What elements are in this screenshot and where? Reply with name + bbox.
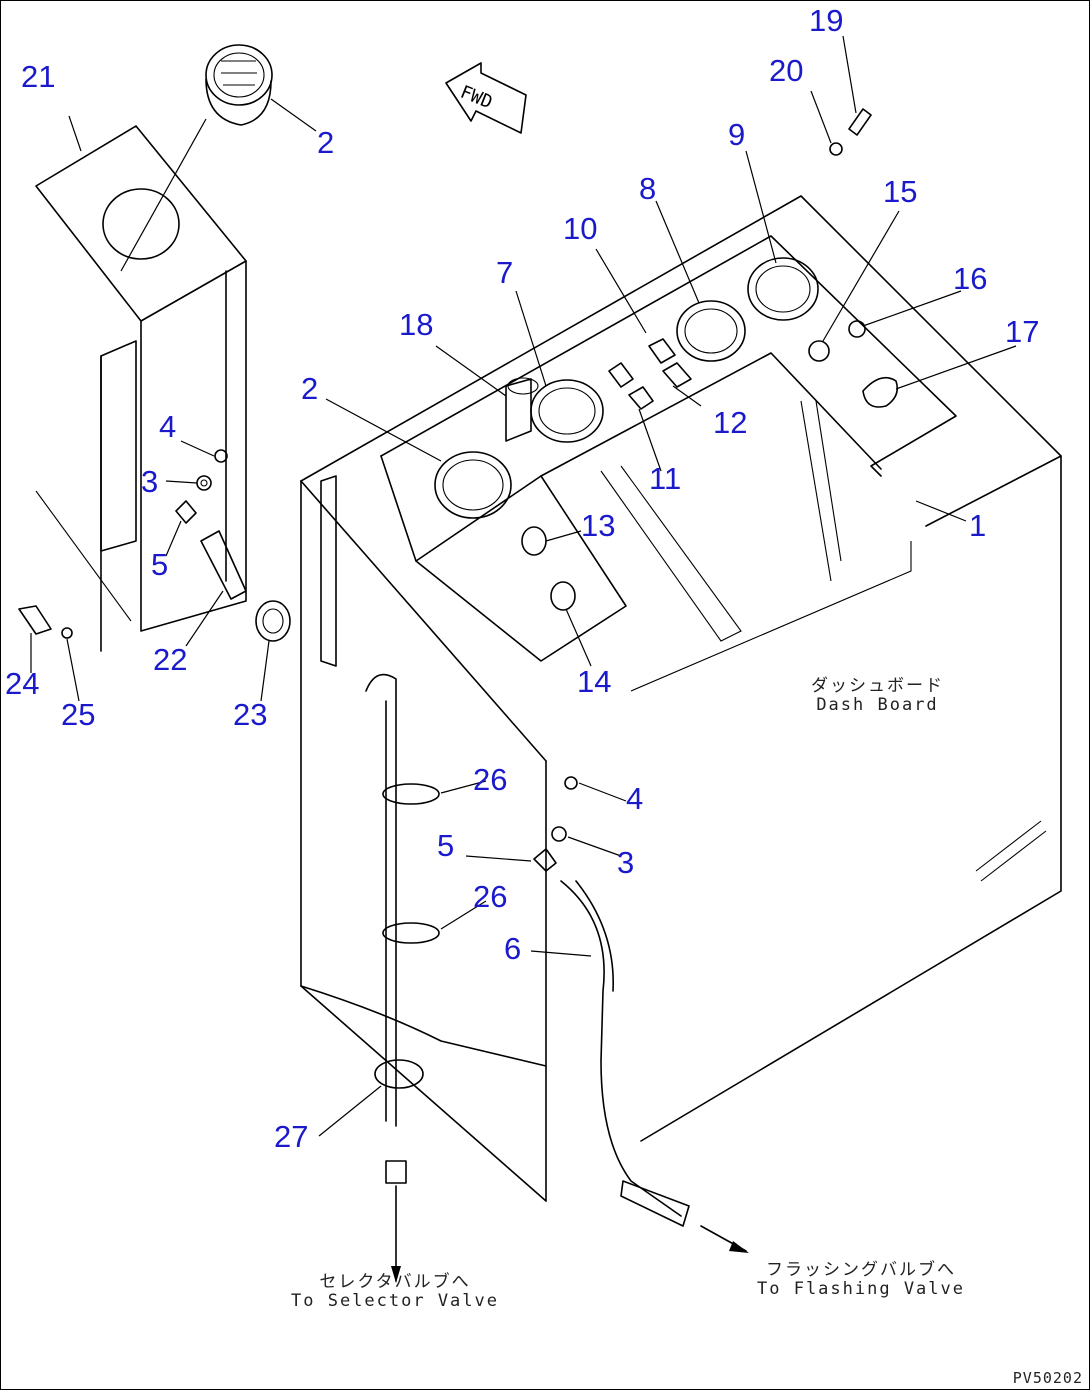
callout-10: 10 [563, 211, 598, 246]
callout-20: 20 [769, 53, 804, 88]
dash-board-label-en: Dash Board [816, 695, 939, 715]
bracket-panel-21 [35, 125, 247, 652]
callout-1: 1 [969, 508, 987, 543]
callout-8: 8 [639, 171, 657, 206]
callout-19: 19 [809, 3, 844, 38]
callout-21: 21 [21, 59, 56, 94]
callout-23: 23 [233, 697, 268, 732]
callout-11: 11 [649, 461, 682, 496]
callout-13: 13 [581, 508, 616, 543]
selector-valve-label-en: To Selector Valve [291, 1291, 499, 1311]
callout-26-lower: 26 [473, 879, 508, 914]
leader-lines [30, 35, 1017, 1137]
callout-24: 24 [5, 666, 40, 701]
callout-4-right: 4 [626, 781, 644, 816]
flushing-valve-label: フラッシングバルブへ To Flashing Valve [757, 1261, 965, 1299]
selector-valve-label: セレクタバルブへ To Selector Valve [291, 1273, 499, 1311]
tubes [365, 673, 749, 1283]
callout-16: 16 [953, 261, 988, 296]
callout-18: 18 [399, 307, 434, 342]
dash-board-label: ダッシュボード Dash Board [811, 677, 944, 715]
callout-12: 12 [713, 405, 748, 440]
flushing-valve-label-jp: フラッシングバルブへ [766, 1260, 956, 1280]
callout-5-left: 5 [151, 547, 169, 582]
callout-2-top: 2 [317, 125, 335, 160]
callout-4-left: 4 [159, 409, 177, 444]
callout-26-upper: 26 [473, 762, 508, 797]
callout-17: 17 [1005, 314, 1040, 349]
dashboard-gauges [434, 108, 899, 611]
selector-valve-label-jp: セレクタバルブへ [319, 1272, 471, 1292]
callout-5-right: 5 [437, 828, 455, 863]
flushing-valve-label-en: To Flashing Valve [757, 1279, 965, 1299]
callout-6: 6 [504, 931, 522, 966]
callout-14: 14 [577, 664, 612, 699]
callout-15: 15 [883, 174, 918, 209]
callout-2-dash: 2 [301, 371, 319, 406]
dash-board-label-jp: ダッシュボード [811, 676, 944, 696]
callout-25: 25 [61, 697, 96, 732]
callout-22: 22 [153, 642, 188, 677]
fwd-arrow: FWD [445, 62, 527, 134]
gauge-part-2-top [120, 44, 273, 272]
callout-27: 27 [274, 1119, 309, 1154]
callout-3-right: 3 [617, 845, 635, 880]
small-parts-left [18, 449, 291, 642]
callout-7: 7 [496, 255, 514, 290]
drawing-code: PV50202 [1012, 1369, 1083, 1387]
callout-9: 9 [728, 117, 746, 152]
callout-3-left: 3 [141, 464, 159, 499]
